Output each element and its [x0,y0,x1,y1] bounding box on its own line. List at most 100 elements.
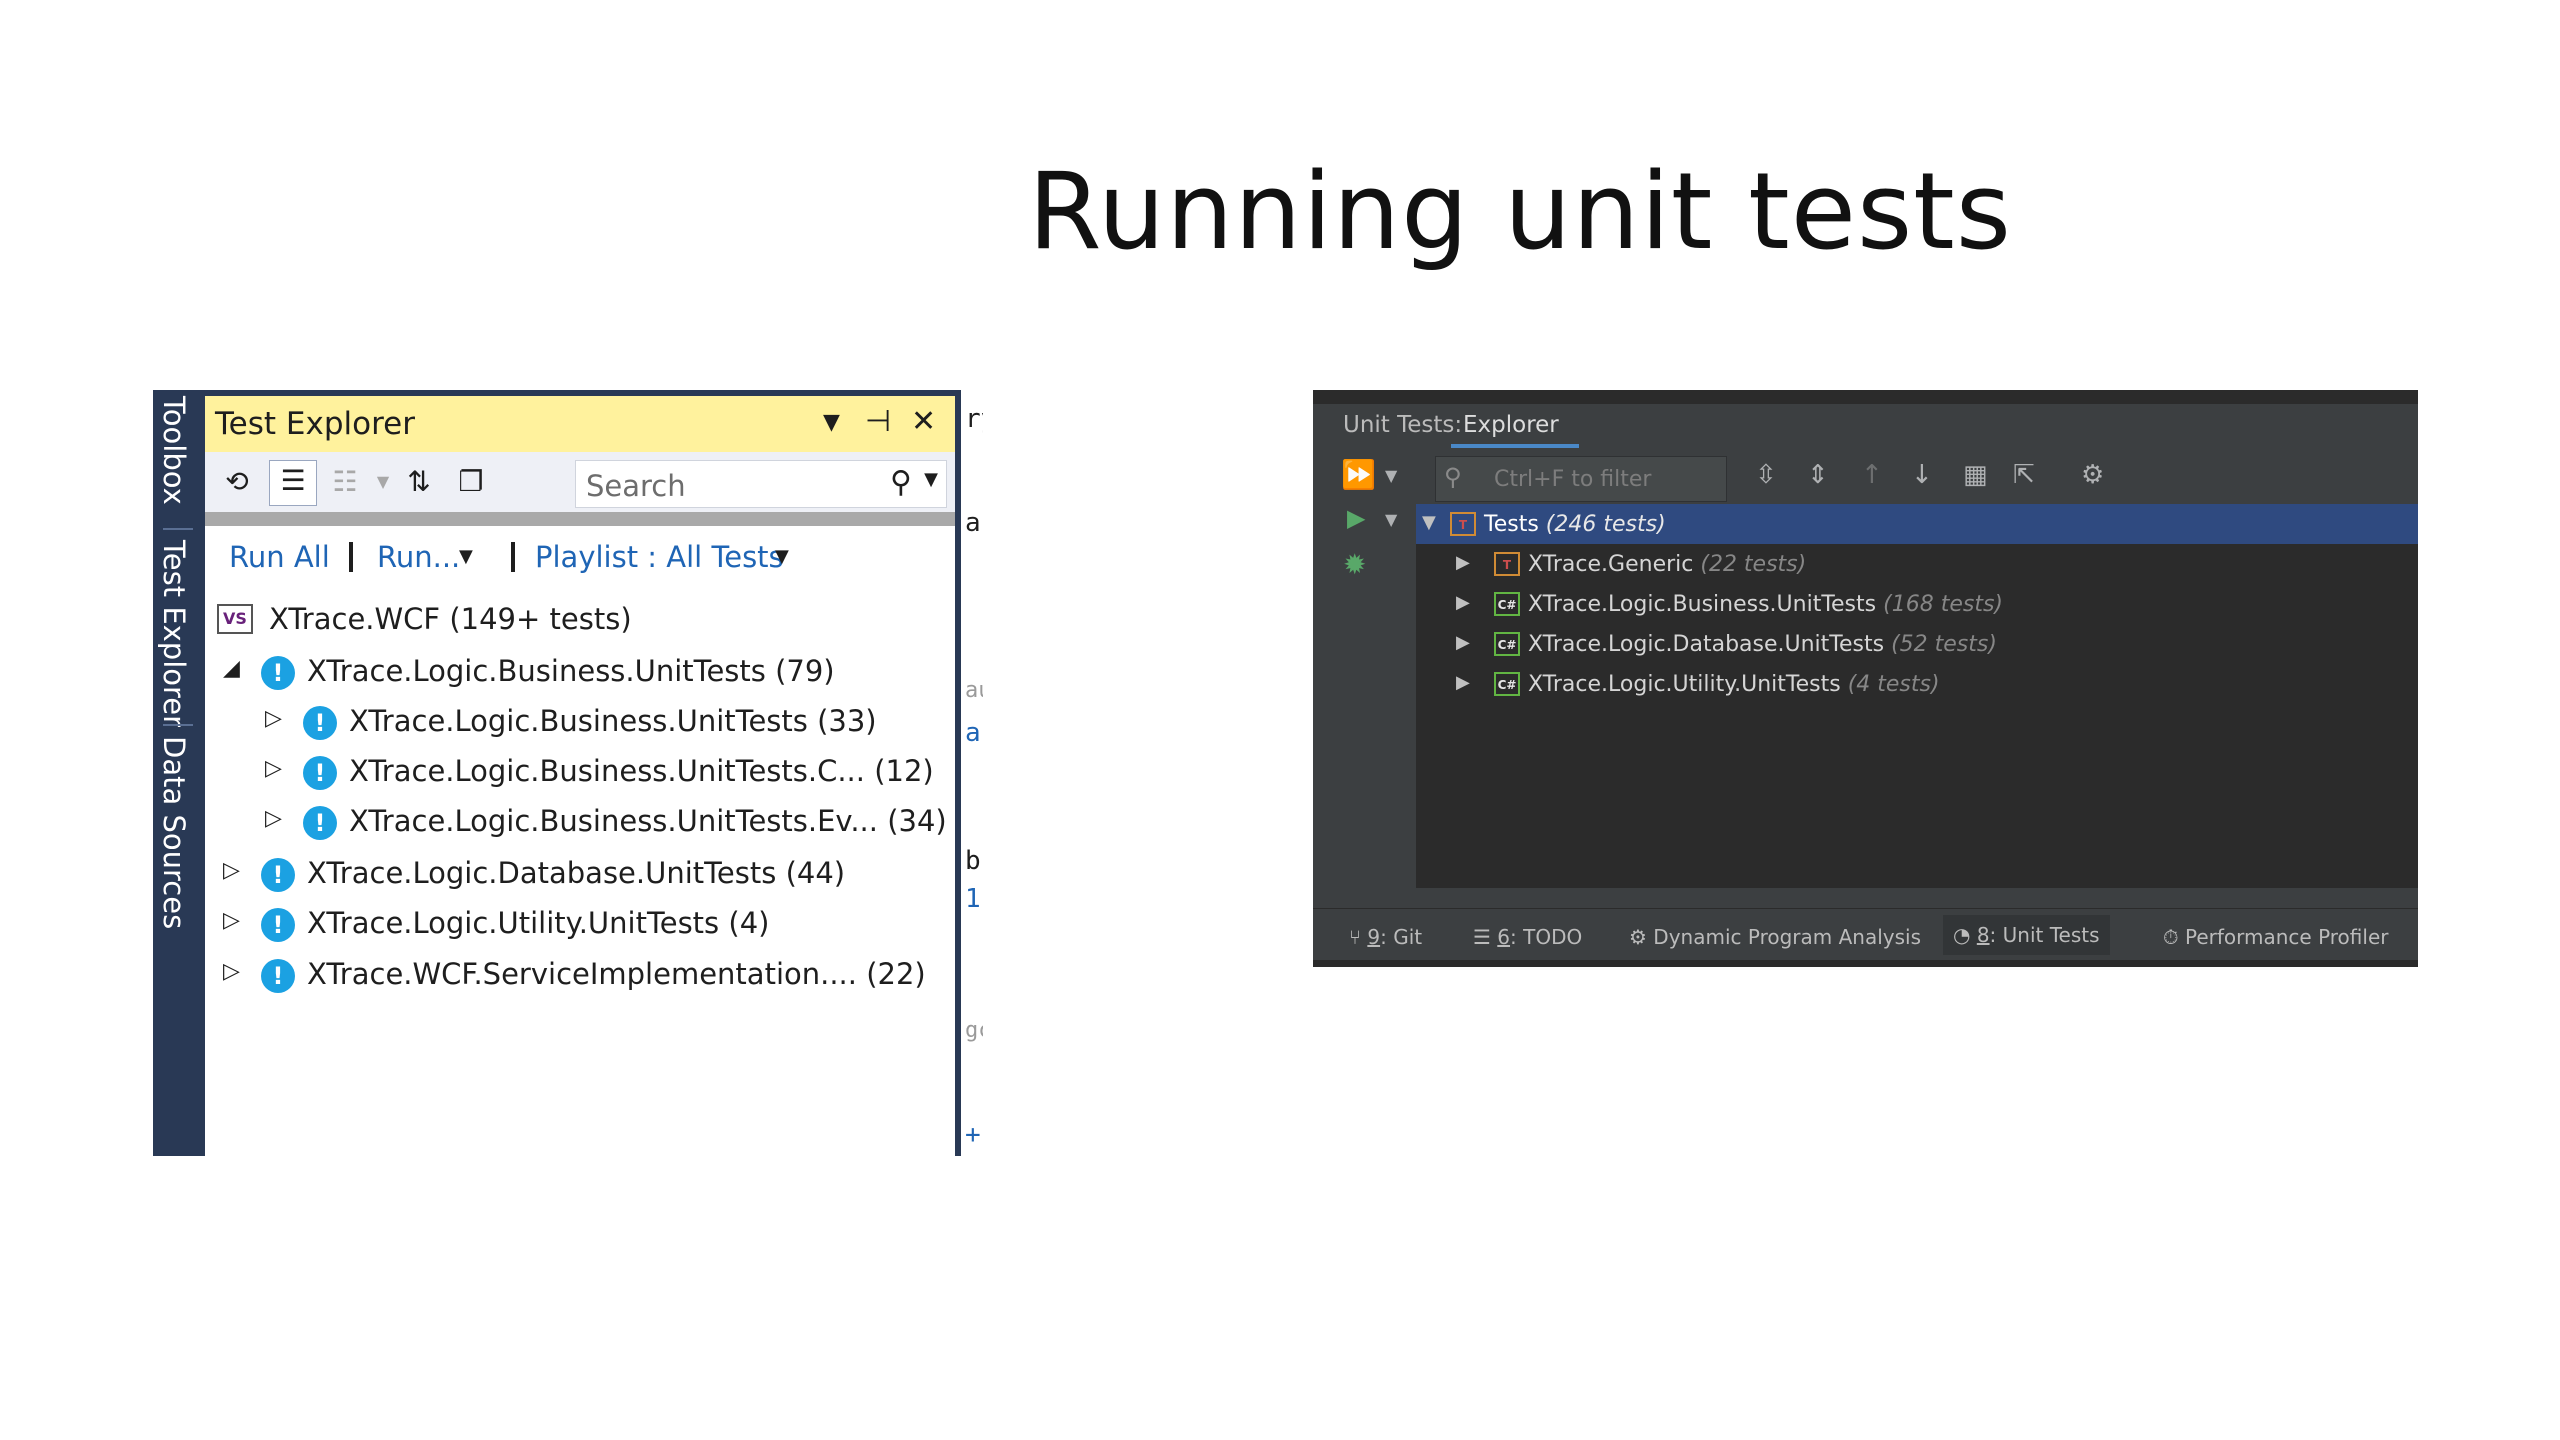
run-link[interactable]: Run... [377,540,461,574]
tree-item-group[interactable]: ▷ ! XTrace.Logic.Database.UnitTests (44) [217,852,917,900]
rider-status-bar: ⑂ 9: Git ☰ 6: TODO ⚙ Dynamic Program Ana… [1313,908,2418,961]
status-tab-performance-profiler[interactable]: ⏱ Performance Profiler [2163,925,2389,949]
group-dropdown-icon[interactable]: ▼ [376,472,390,491]
tree-row-name: XTrace.Generic [1528,552,1694,577]
tree-item-group[interactable]: ▷ ! XTrace.WCF.ServiceImplementation....… [217,953,926,1001]
run-dropdown-icon[interactable]: ▼ [459,546,473,567]
command-separator [511,542,515,572]
not-run-warning-icon: ! [261,656,295,690]
expand-arrow-icon[interactable]: ▷ [265,756,282,781]
vs-toolbar: ⟲ ☰ ☷ ▼ ⇅ ❐ Search ⚲ ▼ [205,452,955,512]
expand-arrow-icon[interactable]: ▶ [1456,632,1470,653]
expand-arrow-icon[interactable]: ▷ [223,908,240,933]
expand-all-icon[interactable]: ⇅ [407,465,431,498]
tree-row-name: Tests [1484,512,1539,537]
tree-row-count: (52 tests) [1891,632,1997,657]
expand-arrow-icon[interactable]: ▷ [223,959,240,984]
expand-arrow-icon[interactable]: ▷ [265,706,282,731]
status-tab-dynamic-program-analysis[interactable]: ⚙ Dynamic Program Analysis [1629,925,1922,949]
status-tab-todo[interactable]: ☰ 6: TODO [1473,925,1583,949]
search-box[interactable]: Search ⚲ ▼ [575,460,947,508]
tree-item-label: XTrace.Logic.Business.UnitTests.Ev... (3… [349,804,947,838]
side-tab-divider [163,724,193,726]
tree-item-label: XTrace.WCF (149+ tests) [269,602,632,636]
expand-arrow-icon[interactable]: ▷ [265,806,282,831]
csharp-project-icon: C# [1494,632,1520,656]
side-tab-data-sources[interactable]: Data Sources [157,736,191,930]
group-by-hierarchy-icon[interactable]: ☰ [269,460,317,506]
project-icon: T [1494,552,1520,576]
rider-toolbar: ⏩ ▼ ⚲ Ctrl+F to filter ⇳ ⇕ ↑ ↓ ▦ ⇱ ⚙ [1313,448,2418,504]
tree-row-name: XTrace.Logic.Database.UnitTests [1528,632,1885,657]
settings-gear-icon[interactable]: ⚙ [2081,460,2105,490]
expand-arrow-icon[interactable]: ▶ [1456,672,1470,693]
not-run-warning-icon: ! [303,756,337,790]
expand-all-icon[interactable]: ⇳ [1755,460,1777,490]
search-icon[interactable]: ⚲ [890,465,912,500]
filter-box[interactable]: ⚲ Ctrl+F to filter [1435,456,1727,502]
command-separator [349,542,353,572]
run-icon[interactable]: ▶ [1347,504,1366,532]
window-menu-dropdown-icon[interactable]: ▼ [823,410,840,435]
status-tab-label: Performance Profiler [2184,925,2389,949]
import-icon[interactable]: ⇱ [2013,460,2035,490]
tree-row-project[interactable]: ▶ C# XTrace.Logic.Database.UnitTests (52… [1416,624,2418,664]
tree-item-label: XTrace.Logic.Database.UnitTests (44) [307,856,846,890]
previous-icon[interactable]: ↑ [1861,460,1883,490]
search-input[interactable]: Search [586,469,686,503]
expand-arrow-icon[interactable]: ▶ [1456,552,1470,573]
clipped-text: a [965,718,981,748]
run-all-icon[interactable]: ⏩ [1341,458,1376,491]
rider-tool-window-header: Unit Tests: Explorer [1313,404,2418,448]
tree-row-project[interactable]: ▶ T XTrace.Generic (22 tests) [1416,544,2418,584]
side-tab-test-explorer[interactable]: Test Explorer [157,540,191,728]
tree-row-name: XTrace.Logic.Business.UnitTests [1528,592,1877,617]
status-tab-unit-tests[interactable]: ◔ 8: Unit Tests [1943,915,2110,955]
refresh-tests-icon[interactable]: ⟲ [225,465,249,498]
tree-item-group[interactable]: ◢ ! XTrace.Logic.Business.UnitTests (79) [217,650,917,698]
run-dropdown-icon[interactable]: ▼ [1385,466,1398,485]
group-by-icon[interactable]: ☷ [332,465,358,498]
clipped-text: + [965,1120,981,1150]
copy-icon[interactable]: ❐ [458,465,484,498]
tree-item-group[interactable]: ▷ ! XTrace.Logic.Business.UnitTests.Ev..… [217,800,947,848]
tree-item-project[interactable]: VS XTrace.WCF (149+ tests) [217,598,917,646]
tree-row-project[interactable]: ▶ C# XTrace.Logic.Utility.UnitTests (4 t… [1416,664,2418,704]
tree-item-group[interactable]: ▷ ! XTrace.Logic.Business.UnitTests.C...… [217,750,934,798]
not-run-warning-icon: ! [261,959,295,993]
playlist-dropdown-icon[interactable]: ▼ [775,546,789,567]
vs-command-bar: Run All Run... ▼ Playlist : All Tests ▼ [205,526,955,586]
vs-panel-right-border [955,390,961,1156]
collapse-arrow-icon[interactable]: ▼ [1422,512,1436,533]
tree-item-group[interactable]: ▷ ! XTrace.Logic.Utility.UnitTests (4) [217,902,917,950]
run-all-link[interactable]: Run All [229,540,330,574]
next-icon[interactable]: ↓ [1911,460,1933,490]
expand-arrow-icon[interactable]: ▶ [1456,592,1470,613]
tree-item-group[interactable]: ▷ ! XTrace.Logic.Business.UnitTests (33) [217,700,917,748]
debug-bug-icon[interactable]: ✹ [1343,548,1367,581]
filter-input[interactable]: Ctrl+F to filter [1494,467,1652,492]
tree-row-project[interactable]: ▶ C# XTrace.Logic.Business.UnitTests (16… [1416,584,2418,624]
collapse-all-icon[interactable]: ⇕ [1807,460,1829,490]
tab-explorer[interactable]: Explorer [1463,412,1559,438]
status-tab-git[interactable]: ⑂ 9: Git [1349,925,1423,949]
search-options-dropdown-icon[interactable]: ▼ [924,469,938,490]
close-icon[interactable]: ✕ [911,404,937,439]
slide-title: Running unit tests [1028,150,2012,273]
tree-row-root[interactable]: ▼ T Tests (246 tests) [1416,504,2418,544]
group-by-icon[interactable]: ▦ [1963,460,1988,490]
rider-unit-tests-screenshot: Unit Tests: Explorer ⏩ ▼ ⚲ Ctrl+F to fil… [1313,390,2418,967]
expand-arrow-icon[interactable]: ▷ [223,858,240,883]
vs-progress-bar [205,512,955,526]
csharp-project-icon: C# [1494,592,1520,616]
status-tab-label: Dynamic Program Analysis [1653,925,1922,949]
clipped-text: gc [965,1018,983,1043]
side-tab-toolbox[interactable]: Toolbox [157,396,191,505]
run-options-dropdown-icon[interactable]: ▼ [1385,510,1398,529]
not-run-warning-icon: ! [303,806,337,840]
window-title: Test Explorer [215,406,415,442]
status-tab-label: : Unit Tests [1989,923,2100,947]
pin-icon[interactable]: ⊣ [865,404,892,439]
collapse-arrow-icon[interactable]: ◢ [223,656,240,681]
playlist-link[interactable]: Playlist : All Tests [535,540,784,574]
